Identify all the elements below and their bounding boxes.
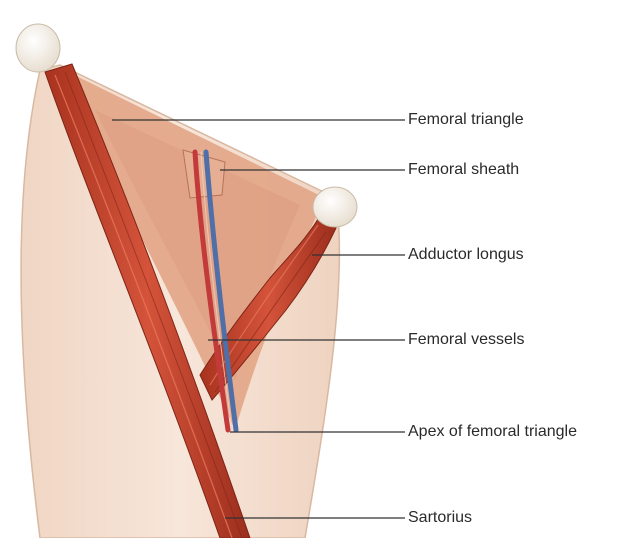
label-femoral-vessels: Femoral vessels [408,332,524,348]
label-apex-of-femoral-triangle: Apex of femoral triangle [408,424,577,440]
label-femoral-triangle: Femoral triangle [408,112,524,128]
label-femoral-sheath: Femoral sheath [408,162,519,178]
pubic-tubercle-bone [313,187,357,227]
iliac-spine-bone [16,24,60,72]
label-sartorius: Sartorius [408,510,472,526]
label-adductor-longus: Adductor longus [408,247,524,263]
